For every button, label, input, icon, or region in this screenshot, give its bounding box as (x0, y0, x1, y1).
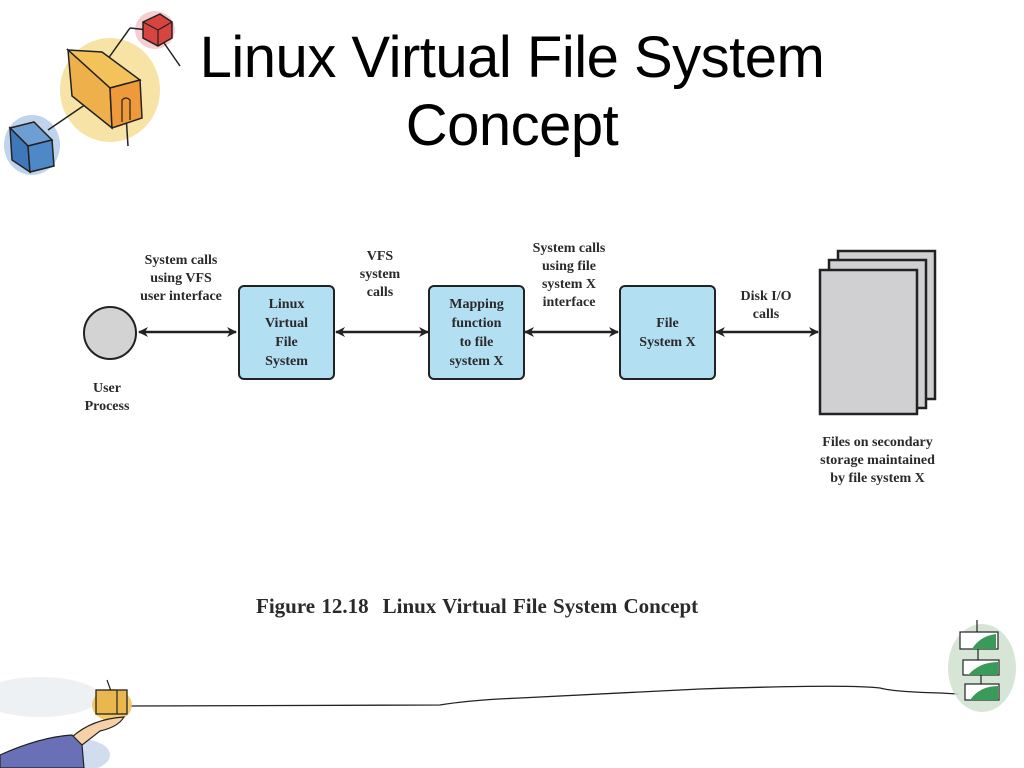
file-system-x-box-label: File System X (639, 315, 696, 350)
mapping-function-box: Mapping function to file system X (428, 285, 525, 380)
mapping-function-box-label: Mapping function to file system X (449, 296, 504, 369)
label-disk-io-calls: Disk I/O calls (740, 289, 792, 322)
label-user-vfs-calls: System calls using VFS user interface (140, 253, 222, 304)
flowchart-clipart-icon (948, 620, 1016, 712)
label-file-system-x-interface: System calls using file system X interfa… (532, 241, 606, 310)
figure-number: Figure 12.18 (256, 594, 369, 618)
figure-caption-text: Linux Virtual File System Concept (382, 594, 699, 618)
user-process-circle (83, 306, 137, 360)
linux-vfs-box-label: Linux Virtual File System (264, 296, 309, 369)
label-vfs-system-calls: VFS system calls (359, 249, 401, 300)
decorative-line (129, 685, 959, 707)
files-stack-icon (818, 249, 937, 416)
linux-vfs-box: Linux Virtual File System (238, 285, 335, 380)
user-process-label: User Process (84, 381, 130, 414)
figure-caption: Figure 12.18 Linux Virtual File System Co… (256, 594, 698, 619)
file-system-x-box: File System X (619, 285, 716, 380)
cubes-clipart-icon (4, 11, 181, 175)
slide-title: Linux Virtual File System Concept (199, 25, 825, 158)
hand-with-box-clipart-icon (0, 677, 132, 768)
files-storage-label: Files on secondary storage maintained by… (820, 435, 935, 486)
